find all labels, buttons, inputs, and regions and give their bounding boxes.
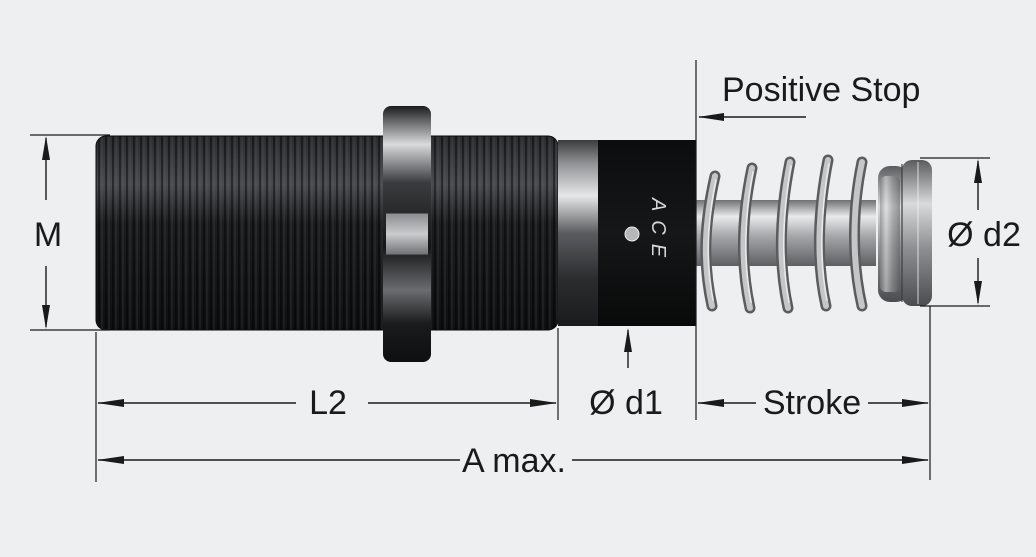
- shock-absorber-part: ACE: [95, 106, 932, 362]
- threaded-body: [95, 135, 559, 331]
- dimension-labels: Positive Stop M L2 Ø d1 Stroke A max. Ø …: [34, 71, 1021, 480]
- label-d1: Ø d1: [589, 384, 663, 422]
- label-stroke: Stroke: [763, 384, 861, 422]
- cylinder-body: ACE: [598, 140, 696, 326]
- label-a-max: A max.: [462, 442, 566, 480]
- return-spring: [700, 154, 868, 314]
- dimension-lines: [30, 60, 990, 482]
- label-l2: L2: [309, 384, 347, 422]
- end-cap: [878, 160, 932, 306]
- lock-nut: [383, 106, 431, 362]
- collar: [558, 140, 600, 326]
- label-positive-stop: Positive Stop: [722, 71, 920, 109]
- label-d2: Ø d2: [947, 216, 1021, 254]
- label-m: M: [34, 216, 62, 254]
- ace-logo: ACE: [647, 197, 669, 266]
